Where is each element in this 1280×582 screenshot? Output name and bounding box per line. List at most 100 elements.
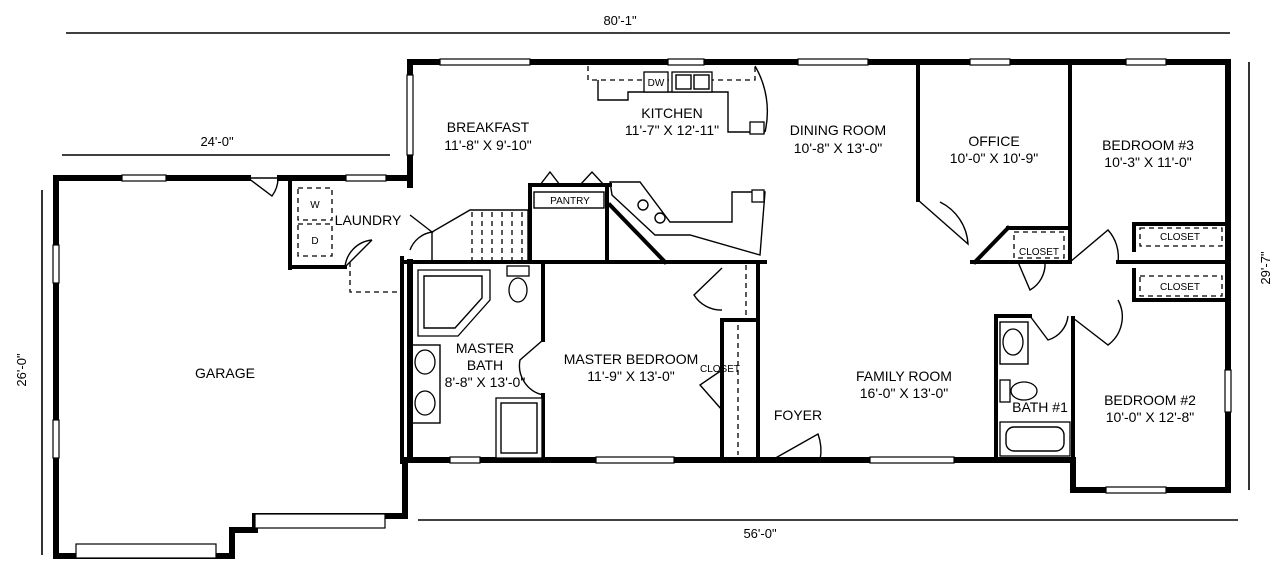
room-name-bedroom3: BEDROOM #3: [1102, 137, 1194, 153]
dimension-house-width: 56'-0": [743, 526, 777, 541]
room-name-dining: DINING ROOM: [790, 122, 886, 138]
window-breakfast-top: [439, 58, 531, 66]
kitchen-sink-bowl-2: [693, 74, 710, 90]
bed3-closet-rod: [1139, 227, 1223, 247]
room-name-master-bath-2: BATH: [467, 357, 503, 373]
room-name-garage: GARAGE: [195, 365, 255, 381]
window-family-bottom: [869, 456, 955, 464]
room-size-family: 16'-0" X 13'-0": [860, 385, 948, 401]
closet-label-bed3: CLOSET: [1160, 232, 1200, 243]
room-name-laundry: LAUNDRY: [335, 212, 402, 228]
wall-kitchen-diagonal: [607, 202, 668, 265]
door-master-bedroom: [693, 267, 723, 311]
kitchen-sink: [671, 71, 713, 93]
window-bed3-top: [1125, 58, 1167, 66]
door-office: [917, 199, 969, 246]
room-size-bedroom3: 10'-3" X 11'-0": [1104, 154, 1191, 170]
room-name-office: OFFICE: [968, 133, 1019, 149]
pantry-label: PANTRY: [550, 196, 590, 207]
toilet-tank-bath1: [999, 379, 1011, 403]
window-garage-top-2: [345, 174, 387, 182]
garage-door-right: [254, 513, 386, 529]
window-kitchen-top: [667, 58, 705, 66]
window-bed2-bottom: [1105, 486, 1167, 494]
kitchen-counter: [597, 80, 765, 133]
door-front: [771, 432, 822, 461]
pantry-doors: [539, 170, 605, 186]
window-bed2-right: [1224, 369, 1232, 413]
door-laundry: [344, 239, 373, 268]
window-dining-top: [797, 58, 869, 66]
shower-master: [495, 397, 543, 459]
room-name-foyer: FOYER: [774, 407, 822, 423]
room-size-breakfast: 11'-8" X 9'-10": [444, 137, 531, 153]
door-master-bath: [518, 339, 544, 396]
window-garage-left-1: [52, 244, 60, 284]
dimension-overall-width: 80'-1": [603, 13, 637, 28]
washer-label: W: [310, 200, 320, 211]
room-size-kitchen: 11'-7" X 12'-11": [625, 122, 719, 138]
window-office-top: [969, 58, 1011, 66]
room-size-dining: 10'-8" X 13'-0": [794, 140, 882, 156]
window-garage-top: [121, 174, 167, 182]
wall-office-closet-diag: [972, 225, 1011, 265]
dimension-house-depth: 29'-7": [1258, 251, 1273, 285]
pantry-shelf: [533, 191, 605, 209]
door-laundry-breakfast: [409, 214, 434, 251]
toilet-tank-master: [506, 265, 530, 277]
dryer-label: D: [311, 236, 318, 247]
laundry-shelf: [349, 262, 402, 293]
room-name-master-bedroom: MASTER BEDROOM: [564, 351, 699, 367]
room-size-master-bedroom: 11'-9" X 13'-0": [587, 368, 674, 384]
window-master-bottom: [595, 456, 675, 464]
door-master-closet: [698, 369, 723, 411]
door-office-closet: [1017, 261, 1046, 291]
room-name-bedroom2: BEDROOM #2: [1104, 392, 1196, 408]
vanity-bath1: [999, 321, 1029, 365]
window-bath-bottom: [449, 456, 481, 464]
office-closet-rod: [1013, 231, 1065, 259]
stair-outline: [431, 209, 529, 262]
room-size-bedroom2: 10'-0" X 12'-8": [1106, 409, 1194, 425]
corner-tub-inner: [423, 275, 483, 329]
toilet-master: [508, 277, 528, 303]
dryer: [297, 223, 333, 257]
kitchen-island: [609, 181, 766, 256]
room-size-office: 10'-0" X 10'-9": [950, 150, 1038, 166]
island-cooktop: [751, 189, 765, 203]
door-garage-laundry: [247, 177, 279, 197]
island-sink-1: [637, 199, 649, 211]
toilet-bath1: [1010, 381, 1038, 401]
room-name-kitchen: KITCHEN: [641, 105, 702, 121]
room-name-bath1: BATH #1: [1012, 399, 1068, 415]
kitchen-peninsula-curve: [754, 65, 769, 133]
room-name-breakfast: BREAKFAST: [447, 119, 530, 135]
sink-bath1: [1002, 328, 1024, 356]
closet-label-office: CLOSET: [1019, 247, 1059, 258]
room-size-master-bath: 8'-8" X 13'-0": [445, 374, 526, 390]
vanity-master: [411, 344, 441, 424]
kitchen-range: [749, 121, 765, 135]
corner-tub: [417, 269, 491, 337]
door-bed3: [1069, 229, 1120, 263]
bathtub-bath1-inner: [1005, 426, 1065, 452]
room-name-family: FAMILY ROOM: [856, 368, 952, 384]
dishwasher-label: DW: [648, 78, 665, 89]
door-bed2: [1072, 299, 1123, 346]
window-breakfast-left: [406, 74, 414, 156]
window-garage-left-2: [52, 419, 60, 459]
dimension-garage-width: 24'-0": [200, 134, 234, 149]
sink-master-1: [414, 349, 436, 375]
door-bath1: [1029, 315, 1069, 341]
room-name-master-bath-1: MASTER: [456, 340, 514, 356]
bed2-closet-rod: [1139, 275, 1223, 297]
kitchen-sink-bowl-1: [675, 74, 692, 90]
dimension-garage-depth: 26'-0": [14, 353, 29, 387]
shower-master-inner: [500, 402, 538, 454]
island-sink-2: [654, 212, 666, 224]
washer: [297, 187, 333, 221]
closet-label-master: CLOSET: [700, 364, 740, 375]
sink-master-2: [414, 390, 436, 416]
stair-treads: [471, 212, 523, 260]
